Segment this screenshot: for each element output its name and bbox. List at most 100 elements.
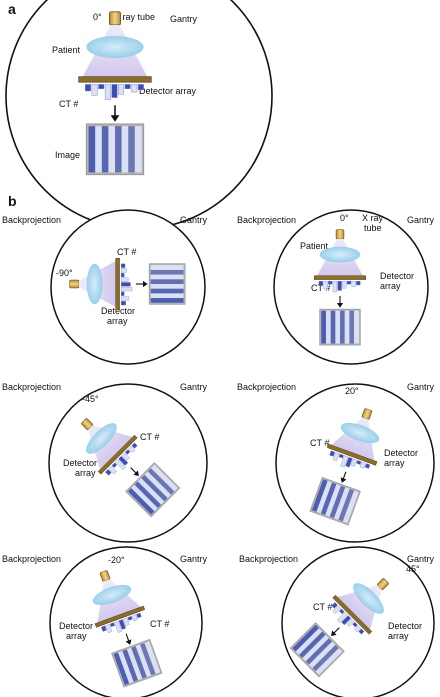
assemblyB4-ct-bar: [340, 455, 349, 468]
assemblyA-arrow-head: [110, 115, 120, 122]
assemblyA-ct-bar: [111, 84, 118, 98]
detector-label-b3: Detector: [63, 458, 97, 468]
assemblyB6-image-stripe: [305, 638, 333, 665]
assemblyB3-ct-bar: [124, 449, 131, 455]
assemblyA-image-stripe: [134, 126, 142, 173]
ct-assembly-b3: [81, 418, 181, 518]
assemblyB2-body: [314, 229, 366, 346]
assemblyB5-ct-bar: [105, 624, 113, 634]
ct-assembly-a: [78, 11, 152, 176]
assemblyB5-ct-bar: [114, 620, 123, 633]
panel-label-a: a: [8, 1, 16, 17]
ct-label-b2: CT #: [311, 283, 330, 293]
assemblyB1-ct-bar: [120, 277, 129, 282]
assemblyB4-arrow-head: [340, 477, 347, 483]
assemblyA-xray-tube: [109, 11, 121, 26]
gantry-label-b5: Gantry: [180, 554, 208, 564]
assemblyA-ct-bar: [91, 84, 98, 96]
assemblyB2-ct-bar: [342, 280, 347, 289]
assemblyB4-ct-bar: [356, 460, 362, 465]
assemblyB5-image-stripe: [126, 647, 143, 681]
assemblyB1-arrow-head: [142, 280, 148, 288]
assemblyB2-ct-bar: [328, 280, 333, 285]
gantry-label-b4: Gantry: [407, 382, 435, 392]
assemblyB2-image-stripe: [335, 310, 341, 344]
assemblyB1-ct-bar: [120, 286, 133, 292]
assemblyB6-image-stripe: [315, 648, 343, 675]
assemblyB1-ct-bar: [120, 268, 127, 273]
backprojection-label-b5: Backprojection: [2, 554, 61, 564]
assemblyB4-image-stripe: [338, 488, 355, 522]
assemblyB3-ct-bar: [115, 459, 126, 471]
array-label-b2: array: [380, 281, 401, 291]
assemblyB2-image-stripe: [349, 310, 355, 344]
assemblyB4-image-stripe: [316, 480, 333, 514]
assemblyA-ct-bar: [104, 84, 111, 101]
assemblyB6-ct-bar: [332, 605, 342, 615]
assemblyB3-image-stripe: [147, 468, 175, 495]
assemblyB2-ct-bar: [351, 280, 356, 287]
assemblyB2-image-stripe: [340, 310, 345, 344]
ct-assembly-b2: [314, 229, 366, 346]
assemblyB2-ct-bar: [318, 280, 323, 286]
detector-array-label-a: Detector array: [139, 86, 197, 96]
assemblyB4-image-stripe: [320, 482, 337, 516]
assemblyB1-patient: [86, 263, 103, 305]
patient-label-a: Patient: [52, 45, 81, 55]
assemblyA-ct-bar: [137, 84, 144, 91]
assemblyA-ct-bar: [98, 84, 105, 90]
assemblyA-patient: [86, 36, 144, 58]
assemblyB4-ct-bar: [359, 461, 366, 469]
assemblyA-detector-bar: [78, 76, 152, 83]
assemblyB5-detector-bar: [94, 605, 146, 628]
array-label-b1: array: [107, 316, 128, 326]
ct-label-b3: CT #: [140, 432, 159, 442]
backprojection-label-b3: Backprojection: [2, 382, 61, 392]
image-label-a: Image: [55, 150, 80, 160]
assemblyB3-image-stripe: [151, 464, 178, 492]
assemblyB5-ct-bar: [118, 619, 126, 630]
assemblyB1-ct-bar: [120, 291, 125, 296]
assemblyB6-image-stripe: [308, 641, 336, 669]
assemblyB5-image-stripe: [140, 642, 156, 676]
assemblyB2-image-stripe: [354, 310, 359, 344]
backprojection-label-b1: Backprojection: [2, 215, 61, 225]
assemblyB2-image-stripe: [321, 310, 327, 344]
assemblyB1-image-stripe: [150, 288, 184, 294]
assemblyB6-ct-bar: [339, 608, 345, 615]
detector-label-b5: Detector: [59, 621, 93, 631]
assemblyB5-ct-bar: [136, 612, 142, 619]
assemblyB4-ct-bar: [350, 458, 357, 467]
assemblyB6-patient: [353, 583, 384, 614]
assemblyB6-image-stripe: [299, 631, 326, 659]
assemblyB3-image-stripe: [144, 471, 172, 499]
assemblyA-image-stripe: [115, 126, 122, 173]
assemblyB1-image-stripe: [150, 265, 184, 270]
assemblyB1-detector-bar: [115, 258, 120, 310]
assemblyB6-detector-bar: [332, 594, 373, 635]
assemblyB6-image-stripe: [312, 644, 339, 672]
assemblyB2-image-stripe: [344, 310, 350, 344]
assemblyB2-ct-bar: [337, 280, 342, 291]
assemblyB3-ct-bar: [128, 445, 136, 454]
assemblyA-image-stripe: [95, 126, 103, 173]
array-label-b3: array: [75, 468, 96, 478]
backprojection-label-b6: Backprojection: [239, 554, 298, 564]
assemblyB5-image-stripe: [118, 650, 134, 684]
assemblyB3-patient: [86, 423, 117, 454]
assemblyB1-xray-tube: [69, 279, 80, 289]
angle-label-b5: -20°: [108, 555, 125, 565]
assemblyB2-image-stripe: [330, 310, 336, 344]
assemblyB4-image-stripe: [329, 485, 346, 519]
array-label-b6: array: [388, 631, 409, 641]
assemblyB3-arrow-head: [133, 470, 139, 476]
assemblyB1-ct-bar: [120, 301, 126, 306]
assemblyB3-body: [81, 418, 181, 518]
assemblyB1-image-stripe: [150, 283, 184, 289]
assemblyA-image-stripe: [108, 126, 116, 173]
assemblyB4-ct-bar: [345, 456, 353, 468]
assemblyB4-ct-bar: [329, 450, 336, 457]
assemblyB3-ct-bar: [108, 465, 118, 475]
assemblyB1-body: [69, 258, 186, 310]
